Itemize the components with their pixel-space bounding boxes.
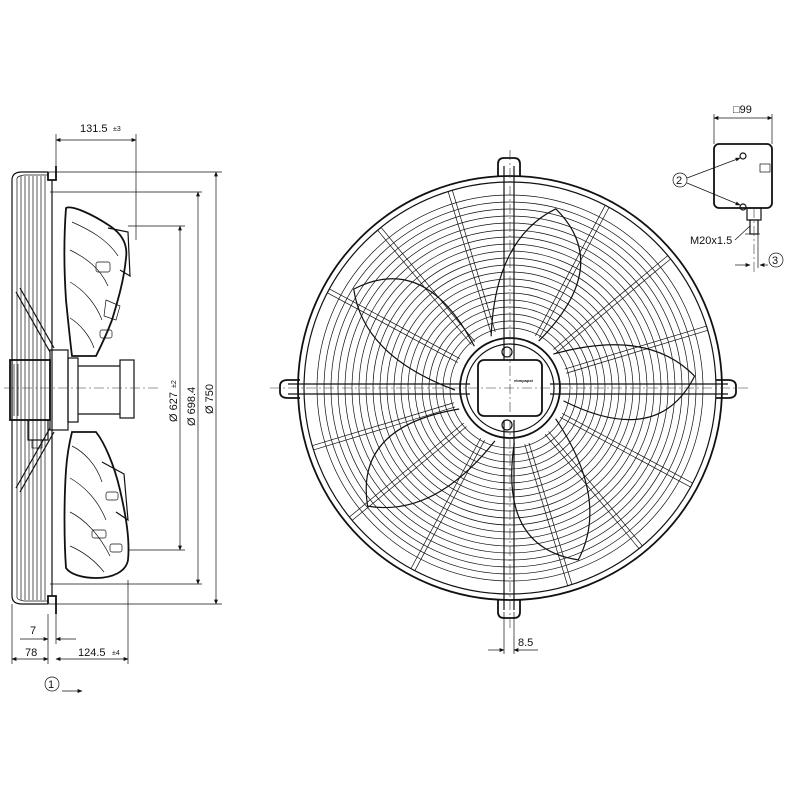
fan-blade <box>553 344 696 421</box>
hub-logo: ebmpapst <box>514 378 534 383</box>
dim-thread: M20x1.5 <box>690 235 732 247</box>
guard-spoke <box>410 437 482 569</box>
guard-spoke <box>351 426 467 521</box>
side-blade-upper <box>63 206 131 357</box>
dim-dia-627-tol: ±2 <box>171 380 178 388</box>
dim-top-width: 131.5 <box>80 123 108 135</box>
guard-spoke <box>349 422 464 518</box>
callout-2: 2 <box>676 175 682 187</box>
guard-spoke <box>528 442 573 585</box>
guard-spoke <box>538 207 610 339</box>
dim-depth-124: 124.5 <box>78 647 106 659</box>
guard-spoke <box>548 431 643 547</box>
dim-flange-7: 7 <box>30 625 36 637</box>
guard-spoke <box>544 434 640 549</box>
front-view: ebmpapst <box>270 150 750 630</box>
guard-spoke <box>559 416 691 488</box>
guard-spoke <box>414 440 485 571</box>
fan-blades <box>353 208 696 561</box>
side-dimensions: 131.5 ±3 Ø 627 ±2 Ø 698.4 Ø 750 7 78 <box>11 123 222 693</box>
terminal-box-detail: □99 2 M20x1.5 3 <box>672 104 784 272</box>
guard-spoke <box>564 325 707 370</box>
guard-spoke <box>524 444 569 586</box>
dim-top-width-tol: ±3 <box>113 126 121 133</box>
guard-spoke <box>562 413 693 484</box>
side-view <box>4 166 160 614</box>
guard-spoke <box>312 402 454 447</box>
guard-spoke <box>329 288 461 360</box>
dim-dia-627: Ø 627 <box>168 392 180 422</box>
guard-spoke <box>535 205 606 336</box>
dim-depth-78: 78 <box>25 647 37 659</box>
dim-box-99: □99 <box>733 104 752 116</box>
guard-spoke <box>451 190 496 332</box>
fan-blade <box>353 278 475 391</box>
dim-depth-124-tol: ±4 <box>112 650 120 657</box>
callout-3: 3 <box>772 255 778 267</box>
fan-blade <box>365 408 496 509</box>
guard-spoke <box>566 329 708 374</box>
callout-1: 1 <box>48 679 54 691</box>
dim-dia-750: Ø 750 <box>204 384 216 414</box>
side-motor <box>9 349 135 449</box>
mounting-feet <box>279 157 737 619</box>
side-wall-ring <box>47 166 57 614</box>
dim-foot-8-5: 8.5 <box>518 637 533 649</box>
guard-spoke <box>447 191 492 334</box>
fan-blade <box>490 208 582 342</box>
guard-spoke <box>327 292 458 363</box>
guard-spoke <box>553 255 669 350</box>
front-dimensions: 8.5 <box>488 612 538 654</box>
side-struts <box>15 287 55 493</box>
guard-spoke <box>380 227 476 342</box>
dim-dia-698: Ø 698.4 <box>186 387 198 426</box>
guard-spoke <box>313 406 456 451</box>
side-blade-lower <box>63 431 130 579</box>
guard-spoke <box>556 258 671 354</box>
